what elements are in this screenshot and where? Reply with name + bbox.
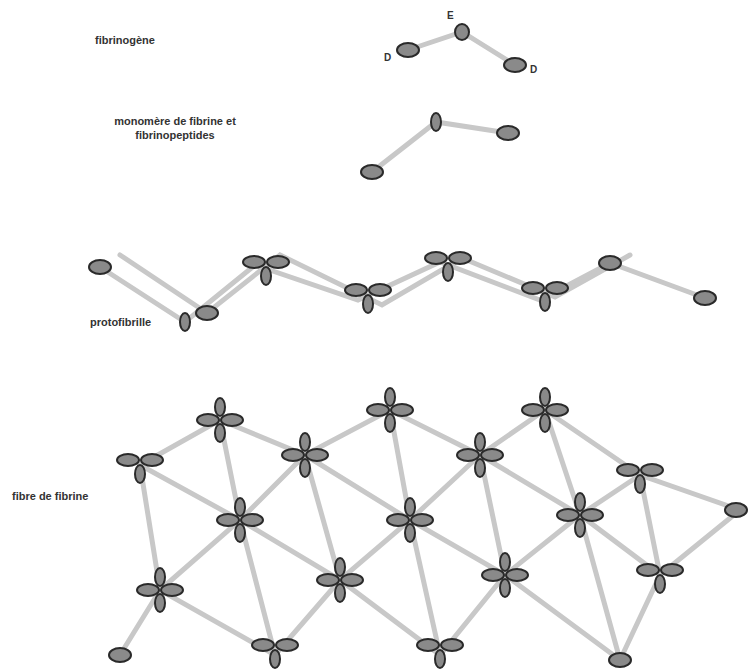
domain-letter: D: [530, 64, 537, 77]
domain-letter: E: [447, 10, 454, 23]
domain-letter: D: [384, 52, 391, 65]
stage-label: fibrinogène: [95, 34, 155, 48]
stage-label: protofibrille: [90, 316, 151, 330]
stage-label: fibre de fibrine: [12, 490, 88, 504]
stage-label: monomère de fibrine et fibrinopeptides: [100, 115, 250, 143]
